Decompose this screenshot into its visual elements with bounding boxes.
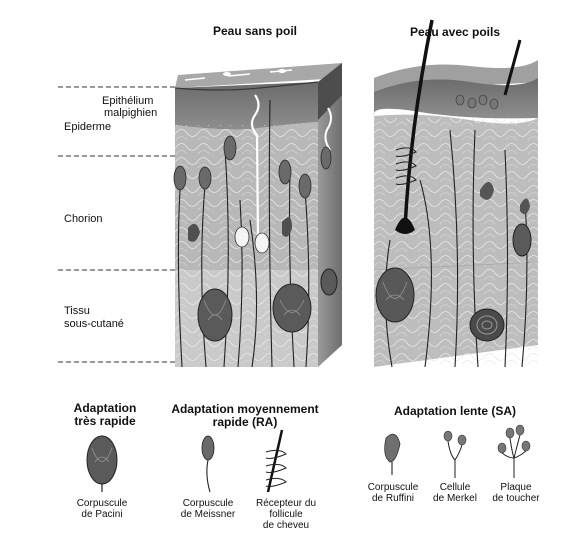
hairless-skin-title: Peau sans poil <box>205 25 305 38</box>
hairless-skin-block <box>174 63 342 367</box>
moderately-rapid-heading: Adaptation moyennement rapide (RA) <box>160 403 330 429</box>
tissu-label: Tissu <box>64 305 134 317</box>
pacini-caption: Corpuscule de Pacini <box>67 498 137 520</box>
touch-plaque-legend-icon <box>498 425 530 478</box>
merkel-legend-icon <box>444 431 466 478</box>
epithelium-label: Epithélium <box>102 95 172 107</box>
hairy-skin-title: Peau avec poils <box>405 26 505 39</box>
hair-follicle-caption: Récepteur du follicule de cheveu <box>248 498 324 531</box>
sous-cutane-label: sous-cutané <box>64 318 144 330</box>
very-rapid-heading: Adaptation très rapide <box>60 402 150 428</box>
malpighien-label: malpighien <box>104 107 174 119</box>
touch-plaque-caption: Plaque de toucher <box>484 482 548 504</box>
meissner-caption: Corpuscule de Meissner <box>175 498 241 520</box>
pacini-legend-icon <box>87 436 117 492</box>
chorion-label: Chorion <box>64 213 134 225</box>
meissner-legend-icon <box>202 436 214 492</box>
ruffini-legend-icon <box>385 434 400 475</box>
epiderme-label: Epiderme <box>64 121 134 133</box>
hair-follicle-legend-icon <box>266 430 286 492</box>
ruffini-caption: Corpuscule de Ruffini <box>360 482 426 504</box>
slow-adaptation-heading: Adaptation lente (SA) <box>390 405 520 418</box>
merkel-caption: Cellule de Merkel <box>425 482 485 504</box>
hairy-skin-block <box>374 20 538 367</box>
